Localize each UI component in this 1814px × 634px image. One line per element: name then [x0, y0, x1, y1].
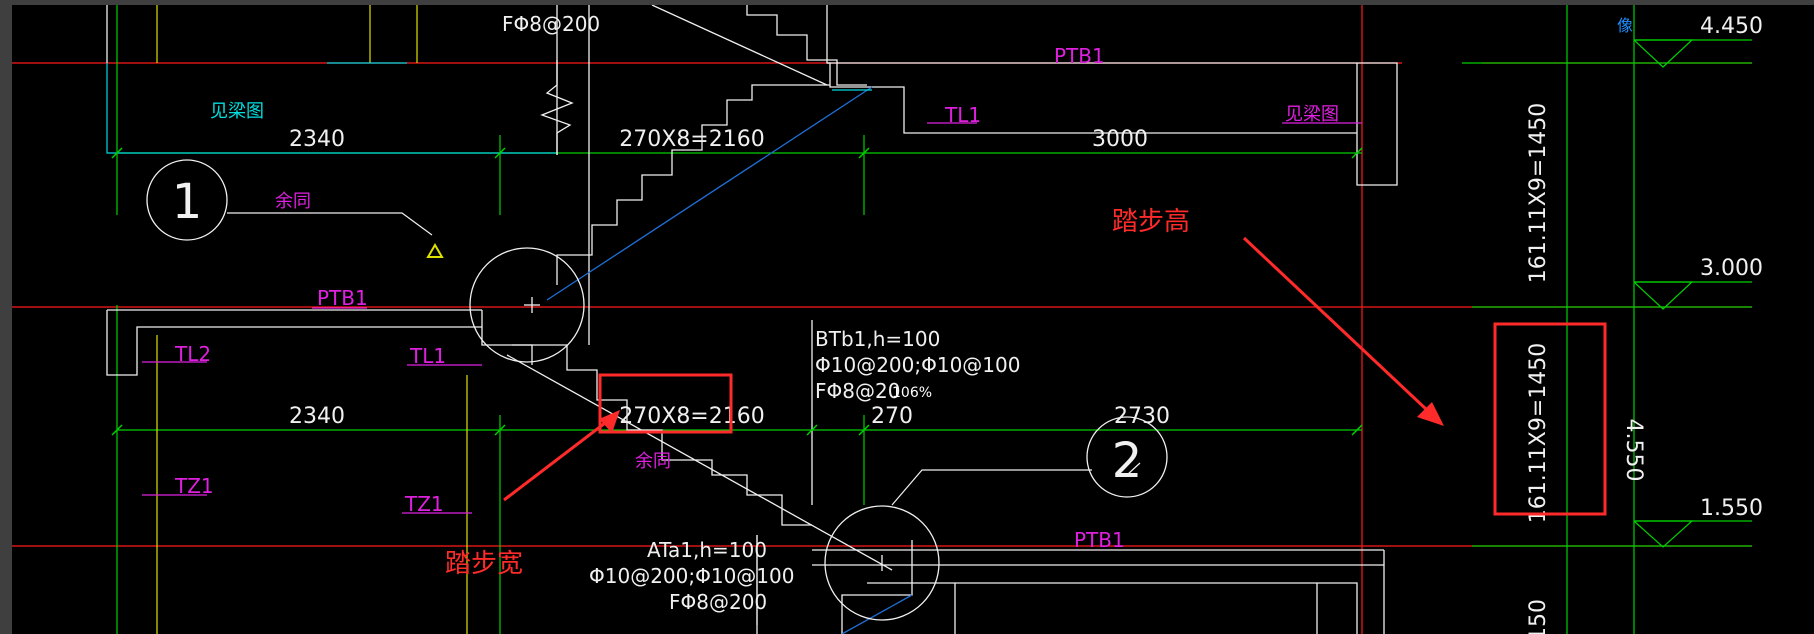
stair-slopes: [546, 86, 913, 634]
atb1-line1: ATa1,h=100: [647, 538, 767, 562]
axis-lines: [12, 5, 1752, 634]
slab-labels: PTB1 PTB1 PTB1 TL1 TL1 TL2 TZ1 TZ1 见梁图 余…: [174, 44, 1339, 552]
svg-text:1: 1: [172, 174, 203, 230]
svg-text:2: 2: [1112, 433, 1143, 489]
ptb1-mid-label: PTB1: [317, 286, 368, 310]
annotations: [503, 236, 1607, 516]
step-height-arrowhead: [1417, 402, 1444, 426]
step-width-box: [598, 373, 733, 434]
stair-flight-lower: [506, 344, 913, 634]
vdim-lower: 161.11X9=1450: [1526, 343, 1551, 523]
junction-circles: [469, 247, 940, 621]
rebar-notes: FΦ8@200 BTb1,h=100 Φ10@200;Φ10@100 FΦ8@2…: [502, 12, 1020, 614]
tl2-label: TL2: [174, 342, 211, 366]
corner-char: 像: [1617, 16, 1633, 35]
step-width-arrow: [503, 418, 610, 502]
tl1-top-label: TL1: [944, 103, 981, 127]
dim-mid-270: 270: [871, 404, 913, 429]
stair-flight-upper: [556, 5, 867, 285]
elev-3000: 3.000: [1700, 256, 1763, 281]
elevation-symbols: [1633, 39, 1694, 548]
rest-mid-label: 余同: [635, 451, 671, 472]
elev-4450: 4.450: [1700, 14, 1763, 39]
dim-top-mid: 270X8=2160: [619, 127, 764, 152]
tl1-mid-label: TL1: [409, 344, 446, 368]
ptb1-bot-label: PTB1: [1074, 528, 1125, 552]
elev-1550: 1.550: [1700, 496, 1763, 521]
tz1-mid-label: TZ1: [404, 492, 444, 516]
dim-top-right: 3000: [1092, 127, 1148, 152]
cad-drawing: 1 2 2340 270: [12, 5, 1763, 634]
section-marker-2: 2: [891, 416, 1168, 506]
dim-mid-left: 2340: [289, 404, 345, 429]
see-note-left: 见梁图: [210, 101, 264, 122]
see-note-right: 见梁图: [1285, 104, 1339, 125]
step-height-box: [1493, 322, 1607, 516]
dimension-texts: 2340 270X8=2160 3000 2340 270X8=2160 270…: [289, 127, 1170, 429]
cad-canvas[interactable]: 1 2 2340 270: [12, 5, 1814, 634]
ptb1-top-label: PTB1: [1054, 44, 1105, 68]
top-rebar-note: FΦ8@200: [502, 12, 600, 36]
vdim-upper: 161.11X9=1450: [1526, 103, 1551, 283]
step-height-label: 踏步高: [1112, 207, 1190, 237]
vdim-bottom: 150: [1526, 599, 1551, 634]
vdim-4550: 4.550: [1621, 419, 1646, 482]
elevation-labels: 4.450 3.000 1.550: [1700, 14, 1763, 521]
btb1-line3: FΦ8@20: [815, 379, 900, 403]
dim-ticks: [111, 147, 1363, 436]
dim-top-left: 2340: [289, 127, 345, 152]
step-width-arrowhead: [599, 410, 620, 433]
tz1-left-label: TZ1: [174, 474, 214, 498]
break-line: [540, 60, 574, 155]
rest-top-label: 余同: [275, 191, 311, 212]
column-lines: [156, 5, 468, 634]
dim-mid-2730: 2730: [1114, 404, 1170, 429]
dim-mid-mid: 270X8=2160: [619, 404, 764, 429]
step-width-label: 踏步宽: [445, 549, 523, 579]
btb1-line2: Φ10@200;Φ10@100: [815, 353, 1020, 377]
atb1-line2: Φ10@200;Φ10@100: [589, 564, 794, 588]
label-leaders: [142, 122, 1362, 514]
atb1-line3: FΦ8@200: [669, 590, 767, 614]
section-marker-1: 1: [146, 159, 444, 258]
btb1-line1: BTb1,h=100: [815, 327, 940, 351]
zoom-badge: 106%: [892, 385, 932, 401]
beam-outlines: [106, 62, 872, 154]
step-height-arrow: [1242, 236, 1429, 412]
